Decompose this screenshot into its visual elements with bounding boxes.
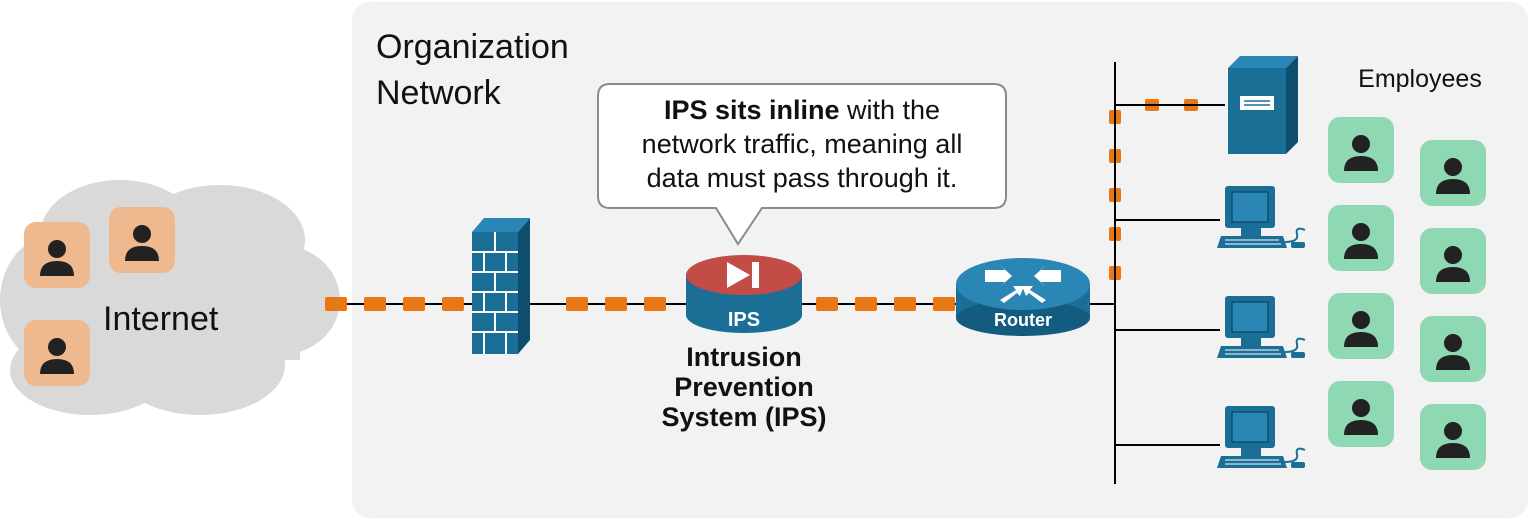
ips-caption-line1: Intrusion bbox=[686, 342, 802, 372]
callout-line3: data must pass through it. bbox=[647, 163, 958, 193]
callout-line1-rest: with the bbox=[840, 95, 941, 125]
employee-3 bbox=[1328, 205, 1394, 271]
employee-1 bbox=[1328, 117, 1394, 183]
employee-4 bbox=[1420, 228, 1486, 294]
internet-user-3 bbox=[24, 320, 90, 386]
org-title-line2: Network bbox=[376, 74, 502, 112]
internet-user-2 bbox=[109, 207, 175, 273]
ips-play-icon bbox=[727, 262, 750, 288]
router-label: Router bbox=[994, 310, 1052, 330]
firewall-icon bbox=[472, 218, 530, 354]
ips-caption-line3: System (IPS) bbox=[661, 402, 826, 432]
ips-caption-line2: Prevention bbox=[674, 372, 814, 402]
callout-emphasis: IPS sits inline bbox=[664, 95, 840, 125]
ips-badge: IPS bbox=[728, 309, 760, 331]
svg-text:IPS sits inline with the: IPS sits inline with the bbox=[664, 95, 940, 125]
employee-8 bbox=[1420, 404, 1486, 470]
employee-7 bbox=[1328, 381, 1394, 447]
ips-device: IPS bbox=[686, 255, 802, 333]
employee-5 bbox=[1328, 293, 1394, 359]
server-icon bbox=[1228, 56, 1298, 154]
traffic-flow bbox=[325, 99, 1198, 311]
router-icon: Router bbox=[956, 258, 1090, 336]
callout-line2: network traffic, meaning all bbox=[642, 129, 963, 159]
internet-user-1 bbox=[24, 222, 90, 288]
employees-label: Employees bbox=[1358, 65, 1482, 93]
lan-bus bbox=[1114, 62, 1225, 484]
internet-label: Internet bbox=[103, 300, 219, 338]
employee-2 bbox=[1420, 140, 1486, 206]
employee-6 bbox=[1420, 316, 1486, 382]
callout-bubble bbox=[597, 83, 1007, 246]
org-title-line1: Organization bbox=[376, 28, 569, 66]
